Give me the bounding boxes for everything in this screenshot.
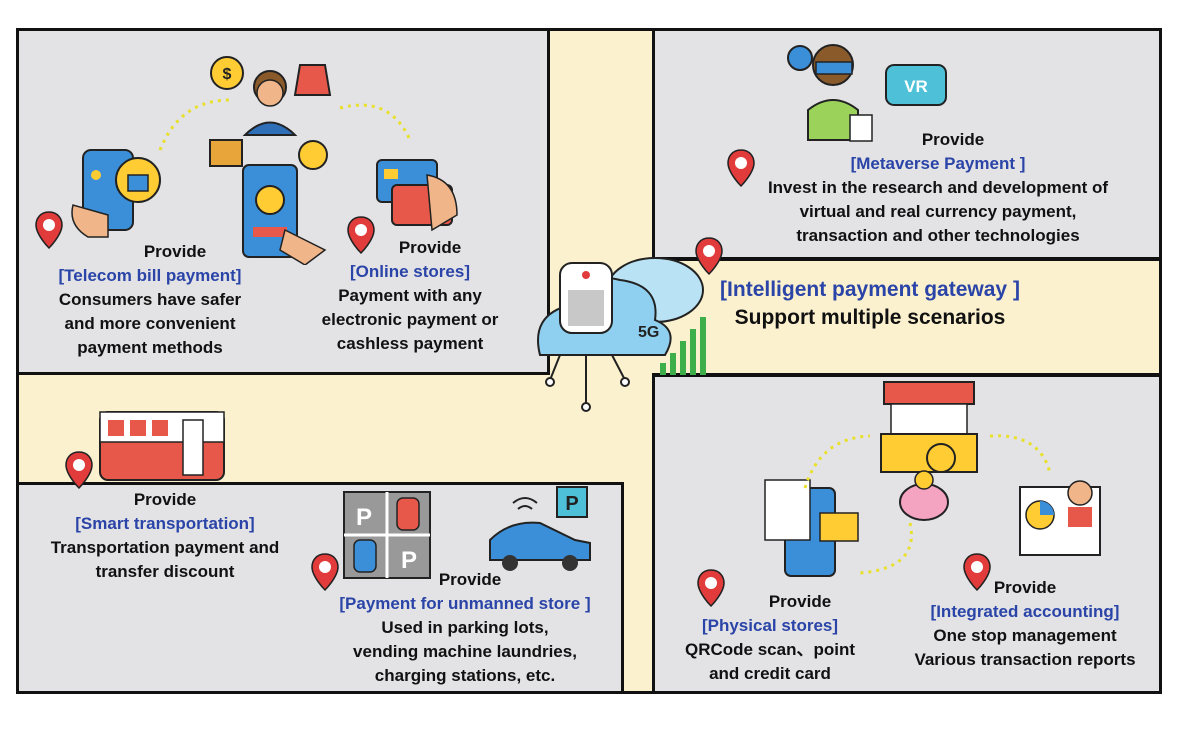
- metaverse-text: Provide [Metaverse Payment ] Invest in t…: [718, 128, 1158, 248]
- location-pin-icon: [35, 211, 63, 250]
- telecom-title: [Telecom bill payment]: [58, 266, 242, 285]
- desc-line: and more convenient: [64, 314, 236, 333]
- desc-line: electronic payment or: [321, 310, 499, 329]
- network-5g-label: 5G: [638, 324, 659, 341]
- online-title: [Online stores]: [350, 262, 470, 281]
- physical-text: Provide [Physical stores] QRCode scan、po…: [660, 590, 880, 686]
- connector-arcs-bottom: [803, 434, 1052, 575]
- credit-card-hand-icon: [376, 159, 458, 232]
- vr-label: VR: [904, 77, 928, 96]
- desc-line: payment methods: [77, 338, 223, 357]
- desc-line: and credit card: [709, 664, 831, 683]
- parking-letter-2: P: [401, 547, 417, 574]
- location-pin-icon: [727, 149, 755, 188]
- provide-label: Provide: [438, 570, 502, 589]
- desc-line: QRCode scan、point: [684, 640, 855, 659]
- desc-line: charging stations, etc.: [374, 666, 556, 685]
- transport-text: Provide [Smart transportation] Transport…: [20, 488, 310, 584]
- gateway-subtitle: Support multiple scenarios: [734, 306, 1006, 329]
- location-pin-icon: [347, 216, 375, 255]
- desc-line: Consumers have safer: [58, 290, 242, 309]
- provide-label: Provide: [993, 578, 1057, 597]
- location-pin-icon: [311, 553, 339, 592]
- mobile-payment-icon: $: [209, 56, 332, 265]
- cloud-gateway-icon: 5G: [537, 257, 706, 412]
- desc-line: Used in parking lots,: [381, 618, 549, 637]
- desc-line: virtual and real currency payment,: [799, 202, 1077, 221]
- desc-line: Various transaction reports: [914, 650, 1136, 669]
- parking-letter-1: P: [356, 504, 372, 531]
- provide-label: Provide: [921, 130, 985, 149]
- transport-title: [Smart transportation]: [75, 514, 255, 533]
- market-stall-piggy-icon: [880, 381, 978, 521]
- accounting-title: [Integrated accounting]: [930, 602, 1120, 621]
- location-pin-icon: [65, 451, 93, 490]
- unmanned-title: [Payment for unmanned store ]: [339, 594, 591, 613]
- desc-line: Transportation payment and: [50, 538, 280, 557]
- provide-label: Provide: [398, 238, 462, 257]
- desc-line: vending machine laundries,: [353, 642, 577, 661]
- gateway-text: [Intelligent payment gateway ] Support m…: [690, 276, 1050, 332]
- telecom-text: Provide [Telecom bill payment] Consumers…: [20, 240, 280, 360]
- provide-label: Provide: [133, 490, 197, 509]
- connector-arcs-top: [158, 98, 412, 151]
- desc-line: Payment with any: [338, 286, 482, 305]
- metaverse-title: [Metaverse Payment ]: [850, 154, 1026, 173]
- accounting-text: Provide [Integrated accounting] One stop…: [890, 576, 1160, 672]
- bus-icon: [99, 411, 225, 481]
- parking-grid-icon: P P: [343, 491, 431, 579]
- panel-transport-unmanned: [18, 484, 622, 692]
- provide-label: Provide: [768, 592, 832, 611]
- provide-label: Provide: [143, 242, 207, 261]
- desc-line: transfer discount: [95, 562, 235, 581]
- parking-sign-letter: P: [565, 493, 578, 515]
- online-text: Provide [Online stores] Payment with any…: [290, 236, 530, 356]
- pos-terminal-icon: [764, 479, 859, 577]
- accounting-report-icon: [1019, 480, 1101, 556]
- phone-shopping-icon: [71, 149, 161, 238]
- desc-line: Invest in the research and development o…: [767, 178, 1109, 197]
- location-pin-icon: [695, 237, 723, 276]
- vr-headset-person-icon: VR: [787, 44, 947, 142]
- location-pin-icon: [963, 553, 991, 592]
- gateway-title: [Intelligent payment gateway ]: [720, 278, 1020, 301]
- coin-symbol-1: $: [223, 66, 232, 83]
- desc-line: cashless payment: [336, 334, 484, 353]
- desc-line: One stop management: [933, 626, 1117, 645]
- location-pin-icon: [697, 569, 725, 608]
- physical-title: [Physical stores]: [701, 616, 839, 635]
- car-parking-sign-icon: P: [489, 486, 591, 571]
- desc-line: transaction and other technologies: [796, 226, 1080, 245]
- unmanned-text: Provide [Payment for unmanned store ] Us…: [305, 568, 625, 688]
